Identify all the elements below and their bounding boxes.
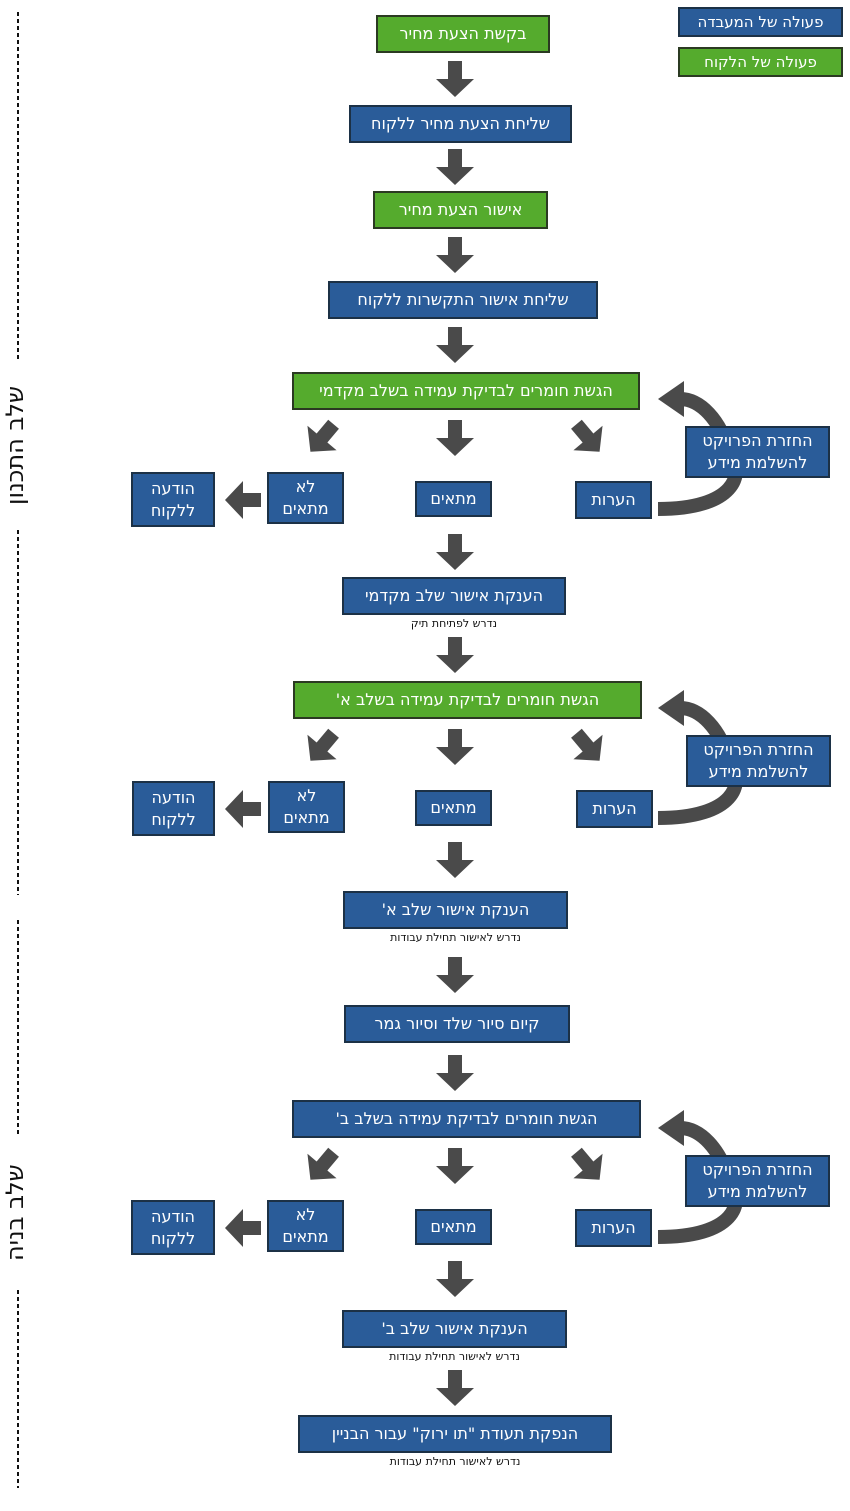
note-stage-a: נדרש לאישור תחילת עבודות [390,931,521,944]
legend-client: פעולה של הלקוח [678,47,843,77]
comments-1: הערות [575,481,652,519]
flow-arrow-down-6 [436,637,474,673]
return-project-3: החזרת הפרויקט להשלמת מידע [685,1155,830,1207]
flow-arrow-down-10 [436,1261,474,1297]
note-preliminary: נדרש לפתיחת תיק [410,617,498,630]
branch-arrow-not-suitable-1 [307,419,339,452]
notify-arrow-3 [225,1209,261,1247]
note-stage-b: נדרש לאישור תחילת עבודות [389,1350,520,1363]
flow-arrow-down-3 [436,237,474,273]
not-suitable-3: לא מתאים [267,1200,344,1252]
step-approve-quote: אישור הצעת מחיר [373,191,548,229]
not-suitable-1: לא מתאים [267,472,344,524]
return-arrowhead-3 [658,1110,684,1146]
branch-arrow-comments-3 [571,1147,603,1180]
suitable-3: מתאים [415,1209,492,1245]
legend-engineer: פעולה של המעבדה [678,7,843,37]
step-request-quote: בקשת הצעת מחיר [376,15,550,53]
flow-arrow-down-8 [436,957,474,993]
notify-client-1: הודעה ללקוח [131,472,215,527]
branch-arrow-comments-1 [571,419,603,452]
branch-arrow-suitable-3 [436,1148,474,1184]
branch-arrow-comments-2 [571,728,603,761]
not-suitable-2: לא מתאים [268,781,345,833]
step-green-certificate: הנפקת תעודת "תו ירוק" עבור הבניין [298,1415,612,1453]
flow-arrow-down-7 [436,842,474,878]
notify-client-2: הודעה ללקוח [132,781,215,836]
step-submit-stage-b: הגשת חומרים לבדיקת עמידה בשלב ב' [292,1100,641,1138]
step-send-quote: שליחת הצעת מחיר ללקוח [349,105,572,143]
step-grant-preliminary: הענקת אישור שלב מקדמי [342,577,566,615]
flow-arrow-down-1 [436,61,474,97]
step-site-visits: קיום סיור שלד וסיור גמר [344,1005,570,1043]
notify-arrow-1 [225,481,261,519]
step-submit-stage-a: הגשת חומרים לבדיקת עמידה בשלב א' [293,681,642,719]
suitable-1: מתאים [415,481,492,517]
branch-arrow-suitable-1 [436,420,474,456]
notify-client-3: הודעה ללקוח [131,1200,215,1255]
return-arrowhead-1 [658,381,684,417]
step-send-engagement: שליחת אישור התקשרות ללקוח [328,281,598,319]
comments-3: הערות [575,1209,652,1247]
suitable-2: מתאים [415,790,492,826]
step-grant-stage-b: הענקת אישור שלב ב' [342,1310,567,1348]
return-arrowhead-2 [658,690,684,726]
note-green-certificate: נדרש לאישור תחילת עבודות [389,1455,521,1468]
flow-arrow-down-2 [436,149,474,185]
step-submit-preliminary: הגשת חומרים לבדיקת עמידה בשלב מקדמי [292,372,640,410]
branch-arrow-not-suitable-3 [307,1147,339,1180]
branch-arrow-not-suitable-2 [307,728,339,761]
flow-arrow-down-4 [436,327,474,363]
return-project-1: החזרת הפרויקט להשלמת מידע [685,426,830,478]
flow-arrow-down-5 [436,534,474,570]
branch-arrow-suitable-2 [436,729,474,765]
notify-arrow-2 [225,790,261,828]
return-project-2: החזרת הפרויקט להשלמת מידע [686,735,831,787]
comments-2: הערות [576,790,653,828]
step-grant-stage-a: הענקת אישור שלב א' [343,891,568,929]
flow-arrow-down-11 [436,1370,474,1406]
flow-arrow-down-9 [436,1055,474,1091]
